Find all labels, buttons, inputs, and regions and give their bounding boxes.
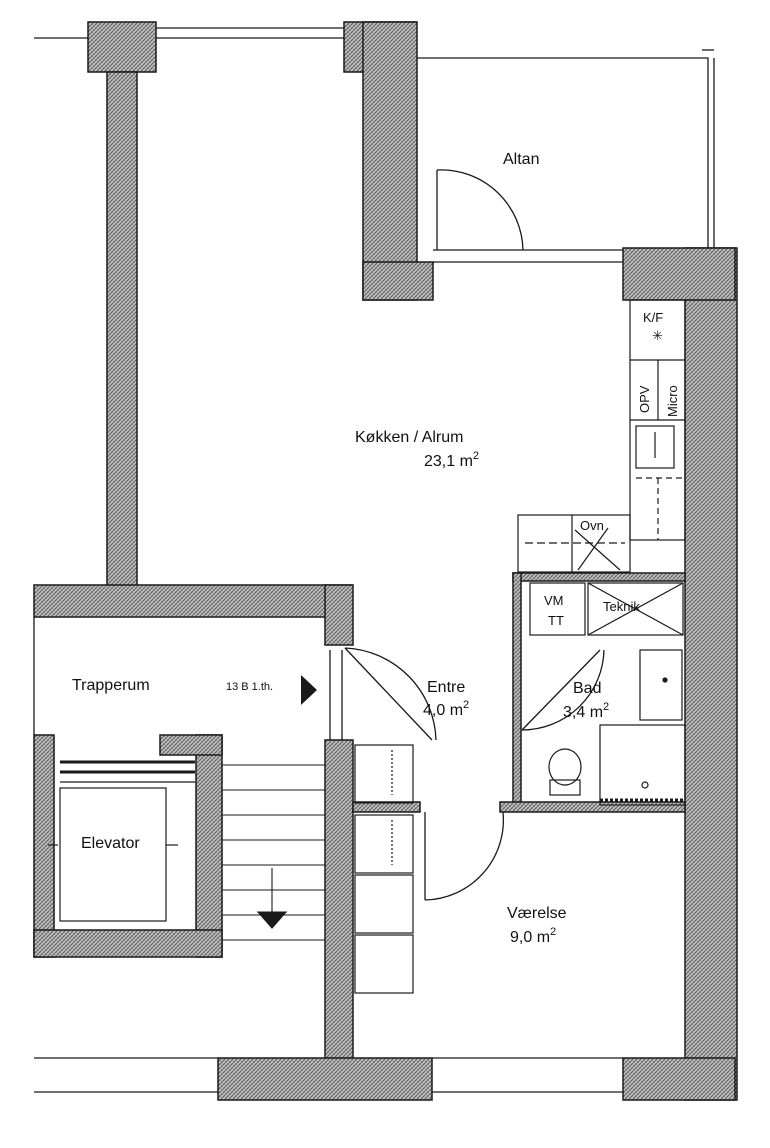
elevator-shaft-top-right bbox=[159, 734, 223, 756]
elevator-car bbox=[48, 760, 195, 922]
svg-text:23,1 m2: 23,1 m2 bbox=[424, 450, 479, 470]
outline-lines bbox=[33, 27, 715, 1093]
bathroom-fixtures bbox=[529, 582, 686, 806]
walls bbox=[33, 21, 738, 1101]
right-wall-cap-bottom bbox=[622, 1057, 736, 1101]
bath-wall-bottom bbox=[499, 801, 686, 813]
area-bad: 3,4 m bbox=[563, 704, 603, 721]
label-bad: Bad bbox=[573, 680, 601, 697]
label-tt: TT bbox=[548, 613, 564, 628]
fixture-labels: K/F ✳ OPV Micro Ovn VM TT Teknik bbox=[544, 310, 680, 628]
label-ovn: Ovn bbox=[580, 518, 604, 533]
label-opv: OPV bbox=[637, 385, 652, 413]
label-kitchen: Køkken / Alrum bbox=[355, 429, 463, 446]
label-micro: Micro bbox=[665, 385, 680, 417]
label-vaerelse: Værelse bbox=[507, 905, 567, 922]
doors bbox=[344, 169, 605, 901]
bath-wall-top bbox=[512, 572, 686, 582]
teknik-box bbox=[587, 582, 684, 636]
area-vaerelse-sup: 2 bbox=[550, 926, 556, 938]
stair-arrow-icon bbox=[256, 911, 288, 929]
label-vm: VM bbox=[544, 593, 564, 608]
label-kf: K/F bbox=[643, 310, 663, 325]
wall-entre-left-stub bbox=[324, 584, 354, 646]
wall-altan-corner bbox=[362, 261, 434, 301]
label-unit: 13 B 1.th. bbox=[226, 681, 273, 693]
area-entre: 4,0 m bbox=[423, 702, 463, 719]
kitchen-counters bbox=[517, 299, 686, 573]
label-altan: Altan bbox=[503, 151, 539, 168]
area-bad-sup: 2 bbox=[603, 701, 609, 713]
bath-wall-left bbox=[512, 572, 522, 811]
snowflake-icon: ✳ bbox=[652, 328, 663, 343]
svg-text:3,4 m2: 3,4 m2 bbox=[563, 701, 609, 721]
vm-tt-cabinet bbox=[529, 582, 586, 636]
svg-text:4,0 m2: 4,0 m2 bbox=[423, 699, 469, 719]
elevator-shaft-right bbox=[195, 734, 223, 958]
stairs bbox=[222, 764, 325, 941]
shower bbox=[599, 724, 686, 806]
column-cap-left bbox=[87, 21, 157, 73]
svg-text:9,0 m2: 9,0 m2 bbox=[510, 926, 556, 946]
wall-trapperum-top bbox=[33, 584, 353, 618]
right-exterior-wall bbox=[684, 247, 738, 1101]
elevator-shaft-left bbox=[33, 734, 55, 958]
area-vaerelse: 9,0 m bbox=[510, 929, 550, 946]
toilet bbox=[548, 748, 582, 786]
wall-vertical-center bbox=[324, 739, 354, 1061]
inner-column bbox=[106, 71, 138, 588]
bottom-wall-segment bbox=[217, 1057, 433, 1101]
label-trapperum: Trapperum bbox=[72, 677, 150, 694]
elevator-shaft-bottom bbox=[33, 929, 223, 958]
wardrobes bbox=[354, 744, 414, 994]
sink bbox=[635, 425, 675, 469]
wall-altan-left bbox=[362, 21, 418, 301]
label-teknik: Teknik bbox=[603, 599, 640, 614]
room-labels: Altan Køkken / Alrum 23,1 m2 Entre 4,0 m… bbox=[72, 151, 609, 946]
label-entre: Entre bbox=[427, 679, 465, 696]
entrance-marker-icon bbox=[301, 675, 317, 705]
right-wall-cap-top bbox=[622, 247, 736, 301]
area-entre-sup: 2 bbox=[463, 699, 469, 711]
area-kitchen-sup: 2 bbox=[473, 450, 479, 462]
washbasin bbox=[639, 649, 683, 721]
entre-wall-bottom bbox=[352, 801, 421, 813]
area-kitchen: 23,1 m bbox=[424, 453, 473, 470]
label-elevator: Elevator bbox=[81, 835, 140, 852]
